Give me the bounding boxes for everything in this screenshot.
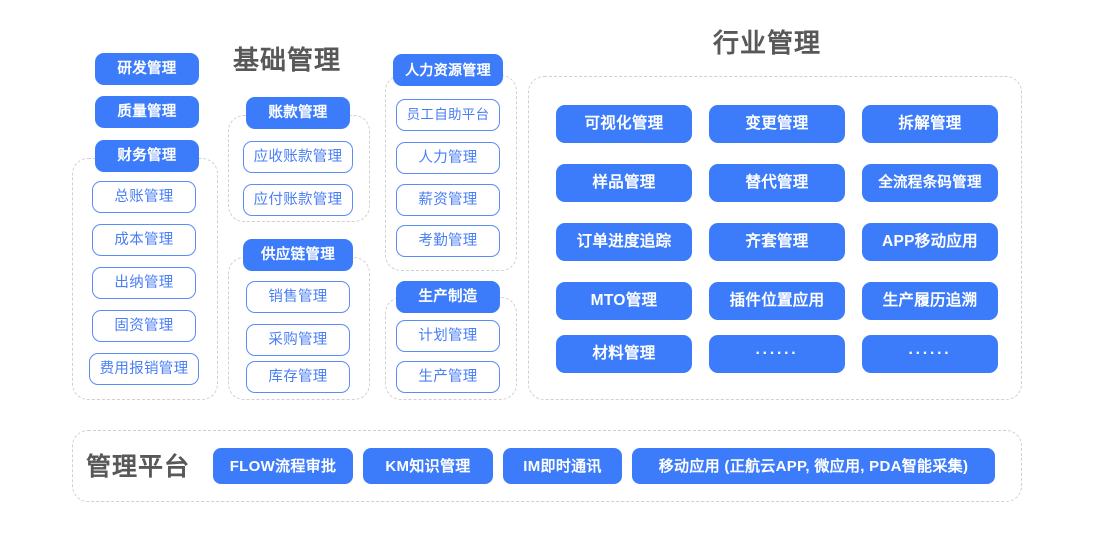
- industry-item-mto-management[interactable]: MTO管理: [556, 282, 692, 320]
- industry-item-app-mobile-application[interactable]: APP移动应用: [862, 223, 998, 261]
- group-box-industry: [528, 76, 1022, 400]
- industry-item-disassembly-management[interactable]: 拆解管理: [862, 105, 998, 143]
- item-attendance-management[interactable]: 考勤管理: [396, 225, 500, 257]
- item-sales-management[interactable]: 销售管理: [246, 281, 350, 313]
- platform-item-mobile-application[interactable]: 移动应用 (正航云APP, 微应用, PDA智能采集): [632, 448, 995, 484]
- industry-item-kitting-management[interactable]: 齐套管理: [709, 223, 845, 261]
- industry-item-production-history-trace[interactable]: 生产履历追溯: [862, 282, 998, 320]
- item-inventory-management[interactable]: 库存管理: [246, 361, 350, 393]
- item-plan-management[interactable]: 计划管理: [396, 320, 500, 352]
- industry-item-order-progress-tracking[interactable]: 订单进度追踪: [556, 223, 692, 261]
- header-rd-management[interactable]: 研发管理: [95, 53, 199, 85]
- item-receivable-management[interactable]: 应收账款管理: [243, 141, 353, 173]
- header-accounts-management[interactable]: 账款管理: [246, 97, 350, 129]
- item-employee-self-service[interactable]: 员工自助平台: [396, 99, 500, 131]
- industry-item-more-1[interactable]: ······: [709, 335, 845, 373]
- section-title-basic-management: 基础管理: [233, 45, 342, 75]
- header-manufacturing[interactable]: 生产制造: [396, 281, 500, 313]
- section-title-industry-management: 行业管理: [713, 28, 822, 58]
- platform-item-km-knowledge[interactable]: KM知识管理: [363, 448, 493, 484]
- item-production-management[interactable]: 生产管理: [396, 361, 500, 393]
- item-cost-management[interactable]: 成本管理: [92, 224, 196, 256]
- industry-item-full-process-barcode[interactable]: 全流程条码管理: [862, 164, 998, 202]
- industry-item-more-2[interactable]: ······: [862, 335, 998, 373]
- industry-item-visualization[interactable]: 可视化管理: [556, 105, 692, 143]
- platform-item-flow-approval[interactable]: FLOW流程审批: [213, 448, 353, 484]
- item-manpower-management[interactable]: 人力管理: [396, 142, 500, 174]
- platform-item-im-messaging[interactable]: IM即时通讯: [503, 448, 622, 484]
- industry-item-material-management[interactable]: 材料管理: [556, 335, 692, 373]
- header-hr-management[interactable]: 人力资源管理: [393, 54, 503, 86]
- item-salary-management[interactable]: 薪资管理: [396, 184, 500, 216]
- item-fixed-assets-management[interactable]: 固资管理: [92, 310, 196, 342]
- item-expense-reimbursement[interactable]: 费用报销管理: [89, 353, 199, 385]
- item-payable-management[interactable]: 应付账款管理: [243, 184, 353, 216]
- item-general-ledger[interactable]: 总账管理: [92, 181, 196, 213]
- industry-item-substitute-management[interactable]: 替代管理: [709, 164, 845, 202]
- header-quality-management[interactable]: 质量管理: [95, 96, 199, 128]
- industry-item-change-management[interactable]: 变更管理: [709, 105, 845, 143]
- item-purchase-management[interactable]: 采购管理: [246, 324, 350, 356]
- industry-item-plugin-position-application[interactable]: 插件位置应用: [709, 282, 845, 320]
- group-box-platform: [72, 430, 1022, 502]
- platform-label: 管理平台: [86, 453, 191, 481]
- industry-item-sample-management[interactable]: 样品管理: [556, 164, 692, 202]
- header-finance-management[interactable]: 财务管理: [95, 140, 199, 172]
- item-cashier-management[interactable]: 出纳管理: [92, 267, 196, 299]
- header-supply-chain-management[interactable]: 供应链管理: [243, 239, 353, 271]
